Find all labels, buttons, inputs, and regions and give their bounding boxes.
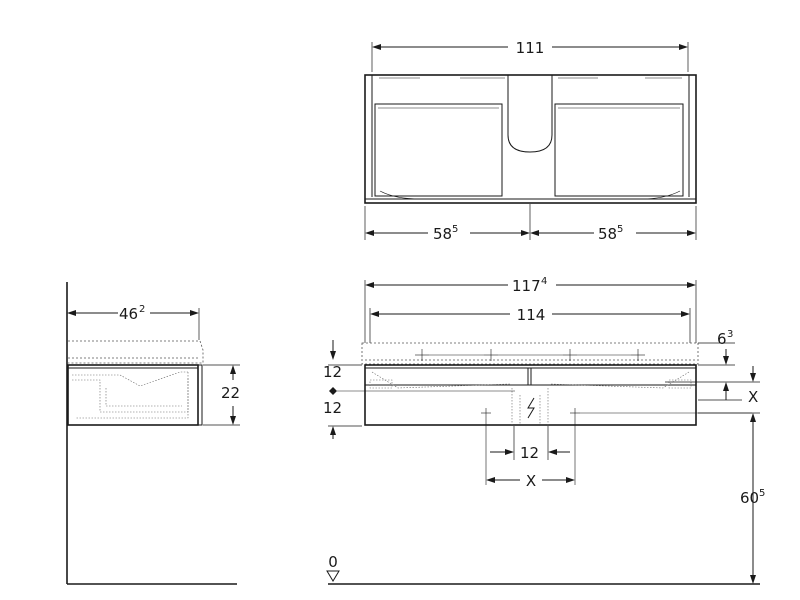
label-top-right-half: 58 [598,225,617,243]
label-front-right-x: X [748,388,758,406]
dim-top-halves: 58 5 58 5 [364,204,697,243]
dim-top-width: 111 [371,39,689,72]
label-front-center-12: 12 [520,444,539,462]
label-front-top-offset-sup: 3 [727,329,733,340]
dim-front-inner: 114 [369,306,691,343]
label-top-left-half-sup: 5 [452,224,458,235]
top-view-cabinet [364,74,697,204]
label-front-center-x: X [526,472,536,490]
side-washbasin [68,340,204,364]
label-front-inner: 114 [517,306,546,324]
label-side-height: 22 [221,384,240,402]
label-side-depth-sup: 2 [139,304,145,315]
dim-side-depth: 46 2 [67,304,200,340]
label-floor-zero: 0 [328,553,338,571]
label-top-width: 111 [516,39,545,57]
side-view: 46 2 22 [66,282,240,585]
label-front-height-sup: 5 [759,488,765,499]
label-top-left-half: 58 [433,225,452,243]
label-top-right-half-sup: 5 [617,224,623,235]
dim-front-right-x: X [665,366,760,406]
label-front-left-upper: 12 [323,363,342,381]
front-mounting-points [415,349,645,361]
dim-front-center-x: X [486,472,575,490]
label-side-depth: 46 [119,305,138,323]
front-cabinet [364,364,697,426]
label-front-overall: 117 [512,277,541,295]
top-view: 111 [364,39,697,243]
dim-front-overall: 117 4 [364,276,697,343]
dim-front-center-12: 12 [490,426,570,462]
dim-front-left: 12 12 [323,340,515,439]
dim-front-top-offset: 6 3 [698,329,735,366]
label-front-left-lower: 12 [323,399,342,417]
label-front-height: 60 [740,489,759,507]
side-cabinet [67,364,203,426]
front-washbasin [361,342,699,365]
label-front-overall-sup: 4 [541,276,547,287]
front-view: 117 4 114 [323,276,765,585]
front-floor: 0 [326,553,760,585]
label-front-top-offset: 6 [717,330,727,348]
dim-side-height: 22 [203,364,240,426]
dim-front-height: 60 5 [698,412,765,584]
